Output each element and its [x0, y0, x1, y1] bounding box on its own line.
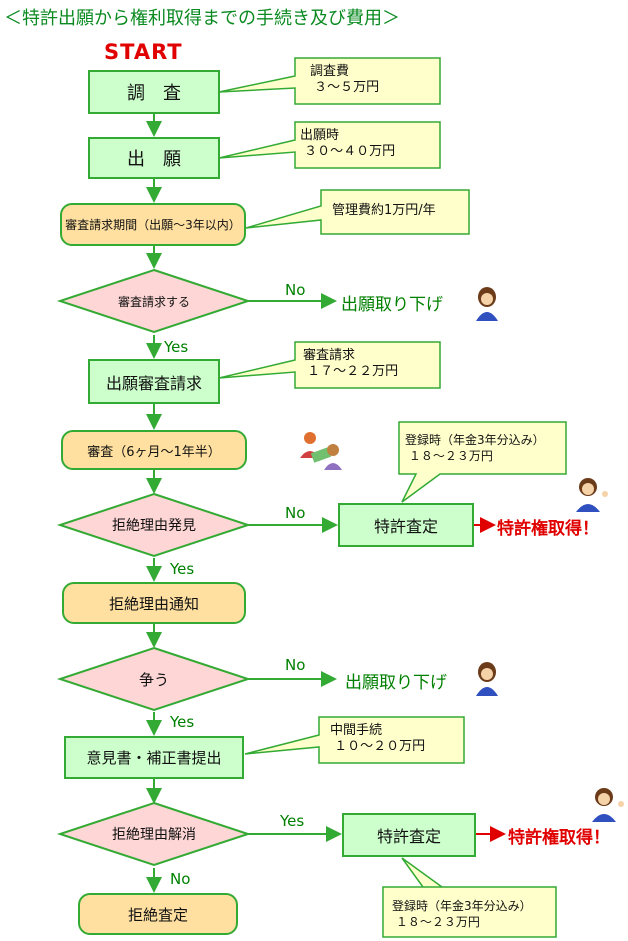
person-waving-icon [576, 478, 608, 512]
callout-c7-shape [382, 857, 557, 938]
branch-no-4: No [170, 870, 191, 888]
page-title: ＜特許出願から権利取得までの手続き及び費用＞ [4, 8, 400, 29]
callout-c1-shape [218, 57, 441, 105]
node-reject: 拒絶査定 [78, 893, 238, 935]
diamond-dispute-label: 争う [138, 670, 169, 689]
branch-yes-3: Yes [170, 713, 195, 731]
outcome-withdraw-1: 出願取り下げ [341, 295, 443, 315]
callout-c5: 登録時（年金3年分込み） １８～２３万円 [405, 433, 545, 463]
person-bowing-icon [476, 662, 498, 696]
person-bowing-icon [476, 287, 498, 321]
node-chousa: 調 査 [88, 70, 220, 114]
node-opinion: 意見書・補正書提出 [64, 736, 244, 779]
callout-c2: 出願時 ３０～４０万円 [300, 128, 396, 159]
callout-c6-shape [244, 716, 465, 764]
callout-c4-shape [218, 341, 441, 389]
branch-no-2: No [285, 504, 306, 522]
node-notice: 拒絶理由通知 [62, 582, 246, 624]
node-period: 審査請求期間（出願～3年以内） [60, 203, 246, 246]
branch-yes-2: Yes [170, 560, 195, 578]
callout-c1: 調査費 ３～５万円 [310, 64, 380, 95]
callout-c5-shape [398, 421, 567, 503]
outcome-withdraw-2: 出願取り下げ [345, 673, 447, 693]
diamond-resolved [56, 801, 252, 867]
callout-c6: 中間手続 １０～２０万円 [330, 723, 426, 754]
outcome-patent-1: 特許権取得！ [497, 519, 599, 539]
node-tokkyo1: 特許査定 [338, 503, 474, 547]
callout-c3-shape [245, 189, 470, 235]
person-waving-icon [592, 788, 624, 822]
callout-c3: 管理費約1万円/年 [332, 203, 436, 218]
diamond-resolved-label: 拒絶理由解消 [112, 827, 196, 843]
node-tokkyo2: 特許査定 [342, 813, 476, 857]
diamond-request [56, 268, 252, 334]
callout-c2-shape [218, 121, 441, 169]
branch-yes-4: Yes [280, 812, 305, 830]
branch-yes-1: Yes [164, 338, 189, 356]
callout-c4: 審査請求 １７～２２万円 [303, 348, 399, 379]
outcome-patent-2: 特許権取得！ [508, 828, 610, 848]
node-shinsa: 審査（6ヶ月～1年半） [61, 430, 247, 470]
node-shutsugan: 出 願 [88, 137, 220, 179]
diamond-request-label: 審査請求する [117, 294, 190, 309]
start-label: START [104, 40, 183, 64]
diamond-reason-label: 拒絶理由発見 [112, 518, 196, 534]
callout-c7: 登録時（年金3年分込み） １８～２３万円 [392, 899, 532, 929]
branch-no-1: No [285, 281, 306, 299]
node-request: 出願審査請求 [88, 359, 220, 404]
branch-no-3: No [285, 656, 306, 674]
diamond-reason-found [56, 492, 252, 558]
meeting-people-icon [300, 432, 342, 470]
diamond-dispute [56, 646, 252, 712]
